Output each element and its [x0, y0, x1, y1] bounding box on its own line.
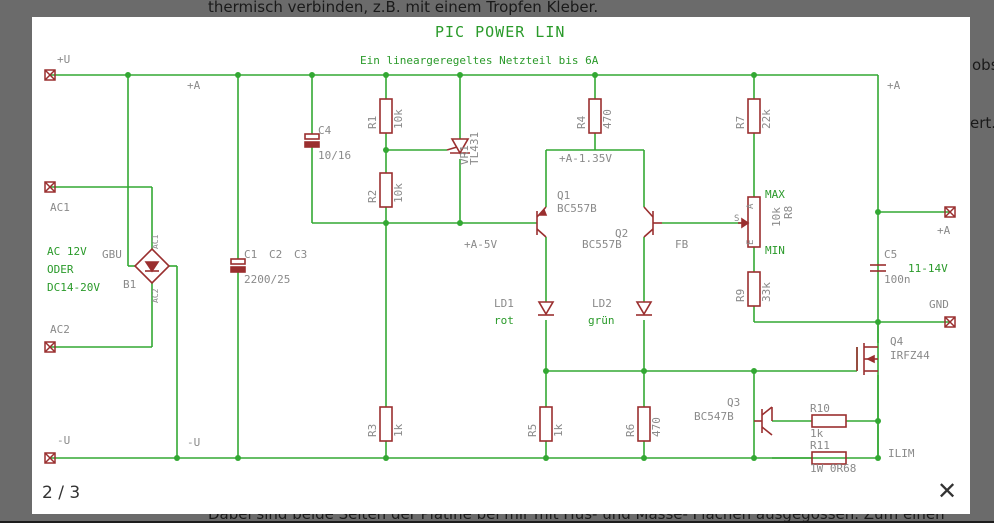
label-r5: R5: [526, 424, 539, 437]
label-minus-u: -U: [57, 434, 70, 447]
label-c2: C2: [269, 248, 282, 261]
label-node-a5: +A-5V: [464, 238, 497, 251]
label-c1-value: 2200/25: [244, 273, 290, 286]
label-q4: Q4: [890, 335, 904, 348]
label-ac2: AC2: [50, 323, 70, 336]
label-b1: B1: [123, 278, 136, 291]
label-gbu: GBU: [102, 248, 122, 261]
label-vr1: VR1: [458, 145, 471, 165]
label-r9: R9: [734, 289, 747, 302]
label-r2: R2: [366, 190, 379, 203]
label-out-plus: +A: [937, 224, 951, 237]
label-c3: C3: [294, 248, 307, 261]
image-lightbox: PIC POWER LIN Ein lineargeregeltes Netzt…: [32, 17, 970, 514]
image-counter: 2 / 3: [42, 483, 81, 503]
label-ld1-color: rot: [494, 314, 514, 327]
label-u-plus: +U: [57, 53, 70, 66]
label-r6-value: 470: [650, 417, 663, 437]
label-q4-part: IRFZ44: [890, 349, 930, 362]
label-r4: R4: [575, 115, 588, 129]
label-r8-a: A: [746, 203, 756, 209]
label-b1-ac2: AC2: [151, 288, 160, 303]
label-c4-value: 10/16: [318, 149, 351, 162]
label-vr1-part: TL431: [468, 132, 481, 165]
label-min: MIN: [765, 244, 785, 257]
label-r7: R7: [734, 116, 747, 129]
connector-terminals: [44, 69, 956, 464]
label-r8-s: S: [734, 214, 739, 224]
label-r10-value: 1k: [810, 427, 824, 440]
label-ac-note-2: ODER: [47, 263, 74, 276]
label-q1: Q1: [557, 189, 570, 202]
label-r6: R6: [624, 424, 637, 437]
background-text-fragment: obst: [972, 56, 994, 74]
label-r1: R1: [366, 116, 379, 129]
label-r11: R11: [810, 439, 830, 452]
junctions: [125, 72, 881, 461]
label-ac-note-3: DC14-20V: [47, 281, 100, 294]
label-q3: Q3: [727, 396, 740, 409]
label-gnd: GND: [929, 298, 949, 311]
label-r7-value: 22k: [760, 109, 773, 129]
label-ld1: LD1: [494, 297, 514, 310]
label-a-left: +A: [187, 79, 201, 92]
label-q2-part: BC557B: [582, 238, 622, 251]
schematic-title: PIC POWER LIN: [435, 23, 565, 41]
label-ac1: AC1: [50, 201, 70, 214]
label-ilim: ILIM: [888, 447, 915, 460]
label-r9-value: 33k: [760, 282, 773, 302]
background-text-top: thermisch verbinden, z.B. mit einem Trop…: [208, 0, 599, 16]
label-fb: FB: [675, 238, 689, 251]
wires: [50, 74, 950, 459]
label-b1-ac1: AC1: [151, 234, 160, 249]
label-r8: R8: [782, 206, 795, 219]
label-minus-u-2: -U: [187, 436, 200, 449]
label-r11-value: 1W 0R68: [810, 462, 856, 475]
background-text-fragment: ert.: [970, 114, 994, 132]
label-q3-part: BC547B: [694, 410, 734, 423]
close-icon[interactable]: ✕: [937, 477, 958, 505]
label-ld2: LD2: [592, 297, 612, 310]
label-q2: Q2: [615, 227, 628, 240]
label-r1-value: 10k: [392, 109, 405, 129]
label-r8-e: E: [746, 240, 756, 245]
label-r3: R3: [366, 424, 379, 437]
label-r10: R10: [810, 402, 830, 415]
label-r5-value: 1k: [552, 423, 565, 437]
bridge-rectifier-symbol: [133, 247, 171, 285]
label-a-right: +A: [887, 79, 901, 92]
label-max: MAX: [765, 188, 785, 201]
label-ld2-color: grün: [588, 314, 615, 327]
label-r8-value: 10k: [770, 207, 783, 227]
label-r2-value: 10k: [392, 183, 405, 203]
label-r3-value: 1k: [392, 423, 405, 437]
schematic-diagram: PIC POWER LIN Ein lineargeregeltes Netzt…: [44, 23, 956, 475]
label-out-note: 11-14V: [908, 262, 948, 275]
schematic-subtitle: Ein lineargeregeltes Netzteil bis 6A: [360, 54, 599, 67]
label-c1: C1: [244, 248, 257, 261]
label-r4-value: 470: [601, 109, 614, 129]
label-c5: C5: [884, 248, 897, 261]
label-ac-note-1: AC 12V: [47, 245, 87, 258]
label-node-a435: +A-1.35V: [559, 152, 612, 165]
label-c4: C4: [318, 124, 332, 137]
label-q1-part: BC557B: [557, 202, 597, 215]
components: [133, 98, 886, 465]
label-c5-value: 100n: [884, 273, 911, 286]
